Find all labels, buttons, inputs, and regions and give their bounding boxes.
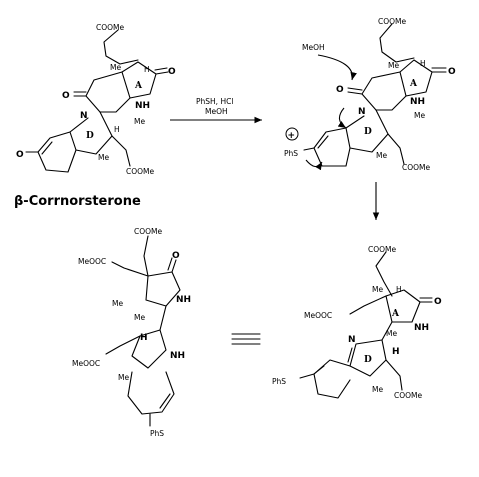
label-n-2: N	[358, 107, 366, 117]
label-o-3: O	[16, 150, 24, 160]
structure-corrnorsterone: COOMe O H Me A NH O N Me D H O Me COOMe	[16, 23, 176, 176]
label-meoh: MeOH	[302, 43, 325, 52]
label-phs-2: PhS	[150, 429, 164, 438]
equivalence-symbol	[231, 333, 261, 345]
structure-product-conformer: COOMe O NH MeOOC Me Me H NH MeOOC Me PhS	[72, 227, 191, 438]
label-n-3: N	[348, 335, 356, 345]
label-coome-1: COOMe	[96, 23, 125, 32]
label-me-7: Me	[112, 299, 123, 308]
label-me-12: Me	[372, 385, 383, 394]
reaction-arrow: PhSH, HCl MeOH	[170, 97, 262, 124]
label-me-4: Me	[388, 61, 399, 70]
label-h-1: H	[144, 65, 150, 74]
label-me-3: Me	[98, 153, 109, 162]
label-n-1: N	[80, 111, 88, 121]
label-coome-2: COOMe	[126, 167, 155, 176]
label-o-1: O	[168, 67, 176, 77]
ring-label-a-3: A	[391, 309, 400, 319]
label-phs-3: PhS	[272, 377, 286, 386]
label-nh-3: NH	[176, 295, 191, 305]
label-me-9: Me	[118, 373, 129, 382]
ring-label-d-2: D	[364, 127, 372, 137]
label-plus: +	[288, 131, 296, 141]
label-me-11: Me	[386, 329, 397, 338]
label-meooc-1: MeOOC	[78, 257, 106, 266]
label-nh-2: NH	[410, 97, 425, 107]
label-me-1: Me	[110, 63, 121, 72]
label-meooc-2: MeOOC	[72, 359, 100, 368]
reagent-line-1: PhSH, HCl	[196, 97, 233, 106]
label-nh-1: NH	[135, 101, 150, 111]
label-phs-1: PhS	[284, 149, 298, 158]
reagent-line-2: MeOH	[205, 107, 228, 116]
label-coome-4: COOMe	[402, 163, 431, 172]
label-me-2: Me	[134, 117, 145, 126]
label-me-8: Me	[134, 313, 145, 322]
ring-label-d-3: D	[364, 355, 372, 365]
label-h-6: H	[392, 347, 400, 357]
label-coome-5: COOMe	[134, 227, 163, 236]
label-coome-7: COOMe	[394, 391, 423, 400]
structure-intermediate: MeOH COOMe O H Me A NH O N Me D PhS + Me…	[284, 17, 456, 172]
label-h-4: H	[140, 333, 148, 343]
label-meooc-3: MeOOC	[304, 311, 332, 320]
ring-label-d-1: D	[86, 131, 94, 141]
label-h-3: H	[420, 59, 426, 68]
label-coome-6: COOMe	[368, 245, 397, 254]
label-me-5: Me	[414, 111, 425, 120]
label-o-6: O	[172, 251, 180, 261]
label-o-7: O	[434, 297, 442, 307]
label-nh-4: NH	[170, 351, 185, 361]
label-o-4: O	[448, 67, 456, 77]
ring-label-a-1: A	[134, 81, 143, 91]
label-h-5: H	[396, 285, 402, 294]
label-h-2: H	[114, 125, 120, 134]
label-o-2: O	[62, 91, 70, 101]
structure-product: COOMe O H Me A NH MeOOC Me N H D PhS Me …	[272, 245, 442, 400]
label-me-6: Me	[376, 151, 387, 160]
label-nh-5: NH	[414, 323, 429, 333]
label-coome-3: COOMe	[378, 17, 407, 26]
label-me-10: Me	[372, 285, 383, 294]
ring-label-a-2: A	[409, 79, 418, 89]
label-o-5: O	[336, 85, 344, 95]
compound-name: β-Corrnorsterone	[14, 194, 141, 209]
